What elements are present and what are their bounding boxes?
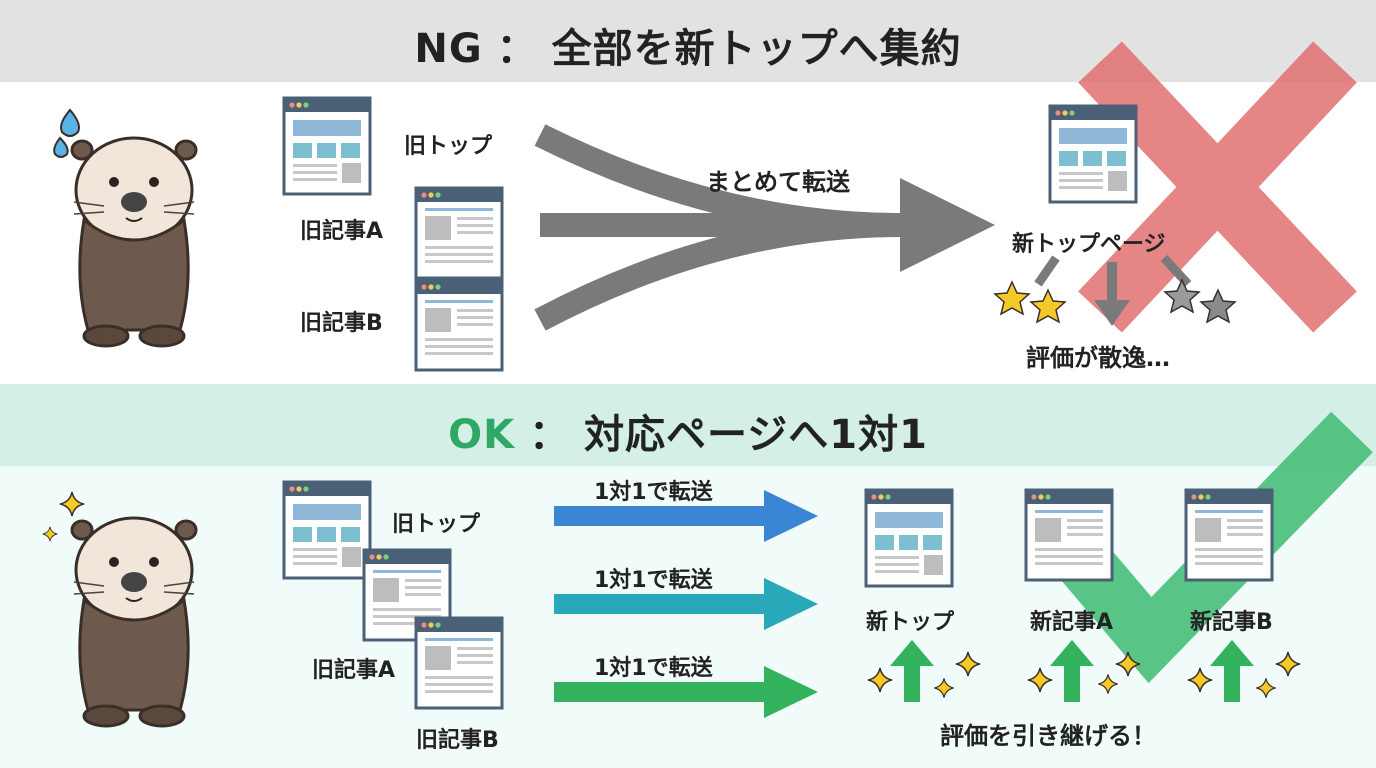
star-icon — [993, 278, 1237, 324]
ok-old-top-label: 旧トップ — [392, 512, 481, 537]
confident-otter-icon — [70, 516, 198, 728]
ng-heading: NG ： 全部を新トップへ集約 — [0, 16, 1376, 74]
ng-new-top-page-label: 新トップページ — [1012, 232, 1166, 257]
ng-old-article-b-label: 旧記事B — [300, 311, 383, 336]
ng-old-article-a-label: 旧記事A — [300, 219, 384, 244]
sweat-drop-icon — [53, 108, 80, 158]
sparkle-icon — [59, 491, 85, 517]
ok-new-top-label: 新トップ — [866, 610, 955, 635]
ok-new-article-b-window-icon — [1184, 488, 1274, 582]
ng-result-label: 評価が散逸… — [1026, 344, 1170, 372]
ok-check-icon — [1059, 411, 1373, 684]
ng-arrow-label: まとめて転送 — [706, 168, 850, 196]
worried-otter-icon — [70, 136, 198, 348]
ok-title-text: 対応ページへ1対1 — [584, 412, 928, 458]
ng-title-text: 全部を新トップへ集約 — [551, 26, 962, 72]
ng-scatter-arrows — [1034, 254, 1192, 326]
ok-old-article-b-window-icon — [414, 616, 504, 710]
ok-new-top-window-icon — [864, 488, 954, 588]
ng-old-top-label: 旧トップ — [404, 134, 493, 159]
ok-result-label: 評価を引き継げる！ — [940, 722, 1156, 750]
ok-arrow-green — [554, 666, 818, 718]
ng-sep: ： — [496, 26, 538, 72]
ok-old-article-b-label: 旧記事B — [416, 728, 499, 753]
ng-arrow-head — [900, 178, 995, 272]
ng-old-article-b-window-icon — [414, 278, 504, 372]
ok-arrow-label-2: 1対1で転送 — [594, 568, 713, 593]
ok-arrow-teal — [554, 578, 818, 630]
ok-old-top-window-icon — [282, 480, 372, 580]
ok-new-article-b-label: 新記事B — [1190, 610, 1273, 635]
ok-old-article-a-label: 旧記事A — [312, 658, 396, 683]
ok-up-arrows — [890, 640, 1254, 702]
ng-new-top-window-icon — [1048, 104, 1138, 204]
ng-old-top-window-icon — [282, 96, 372, 196]
ok-new-article-a-window-icon — [1024, 488, 1114, 582]
ok-new-article-a-label: 新記事A — [1030, 610, 1114, 635]
ng-cross-icon — [1078, 41, 1357, 333]
ok-arrow-blue — [554, 490, 818, 542]
ok-sep: ： — [529, 412, 571, 458]
sparkle-icon — [42, 526, 58, 542]
ng-tag: NG — [414, 26, 483, 72]
ng-old-article-a-window-icon — [414, 186, 504, 280]
ok-heading: OK ： 対応ページへ1対1 — [0, 402, 1376, 460]
ok-tag: OK — [448, 412, 516, 458]
ng-merge-arrow — [534, 124, 901, 331]
ok-title-band — [0, 384, 1376, 466]
ok-arrow-label-1: 1対1で転送 — [594, 480, 713, 505]
ok-arrow-label-3: 1対1で転送 — [594, 656, 713, 681]
